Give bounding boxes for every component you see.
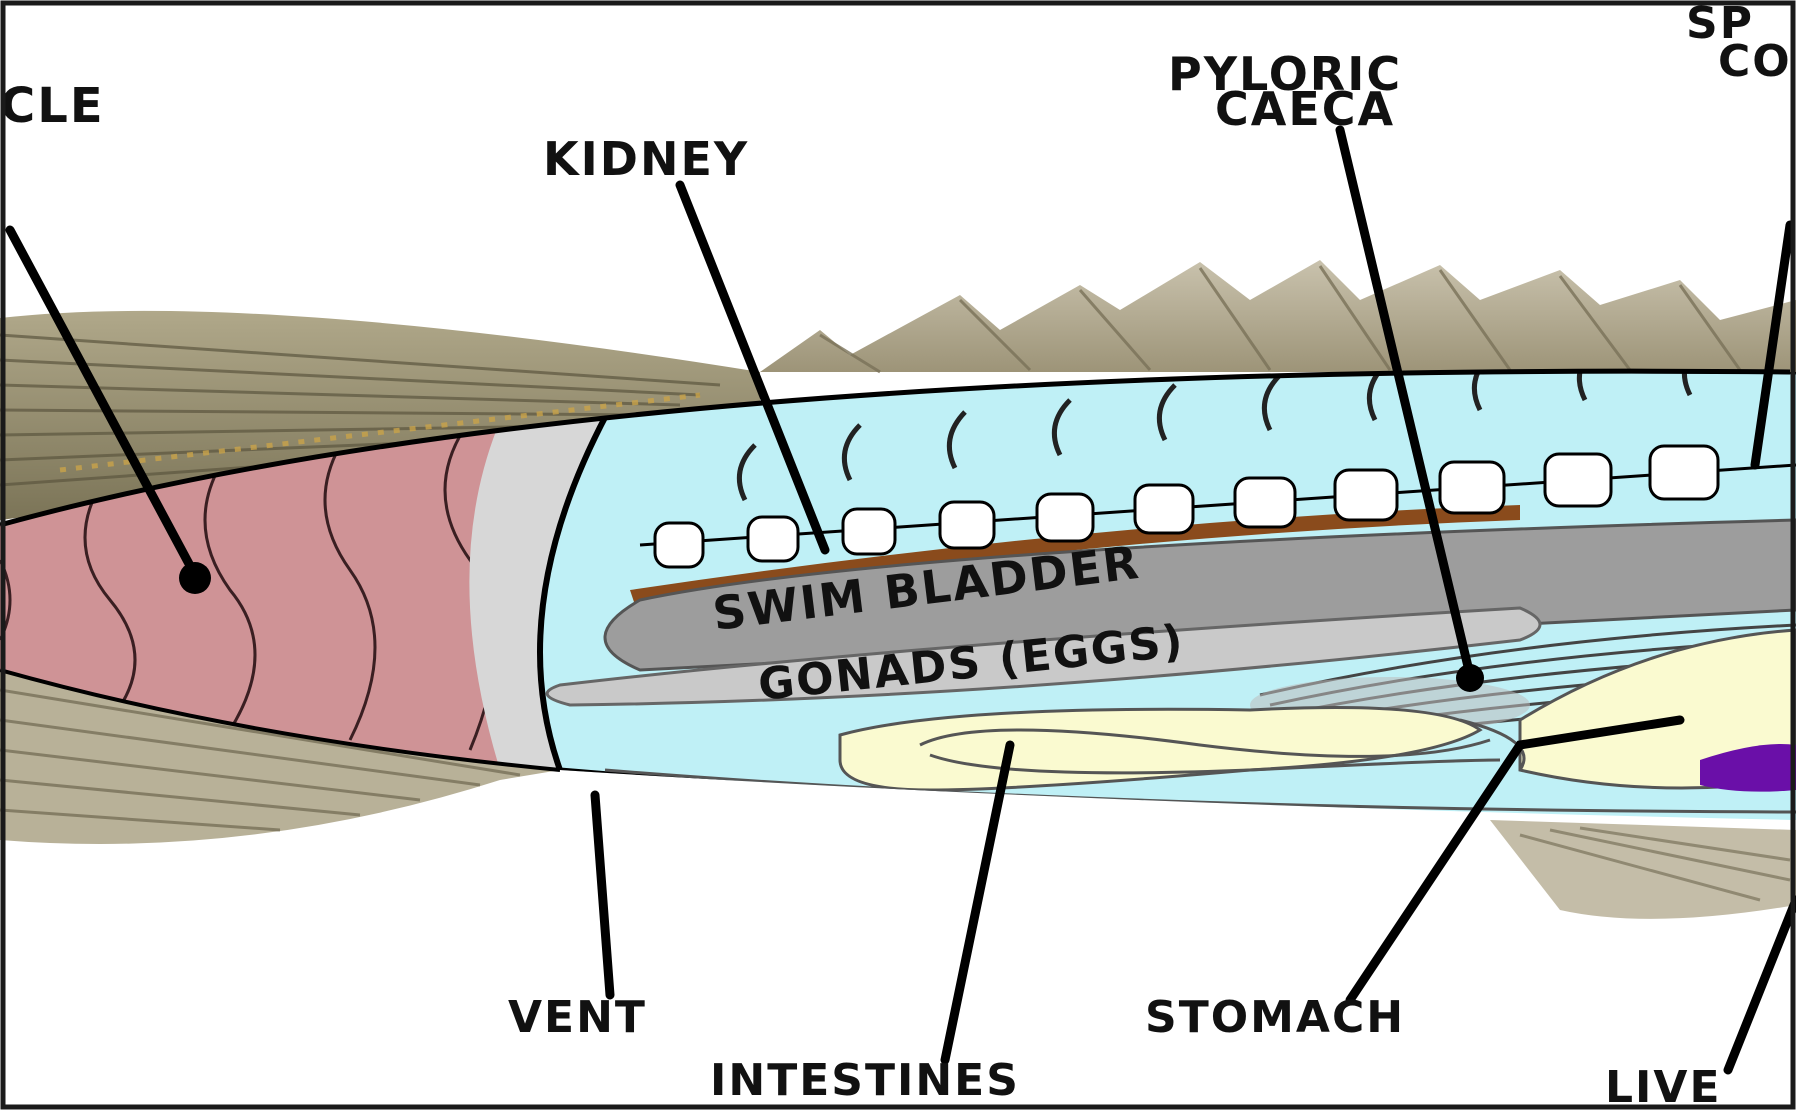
liver-leader	[1728, 900, 1796, 1070]
vent-leader	[595, 795, 610, 995]
intestines-label: INTESTINES	[710, 1055, 1020, 1106]
pyloric-caeca-label-line2: CAECA	[1215, 82, 1395, 136]
muscle-label: CLE	[0, 78, 105, 134]
stomach-label: STOMACH	[1145, 992, 1405, 1043]
vent-label: VENT	[508, 992, 647, 1043]
spinal-cord-label-line2: CO	[1718, 36, 1792, 87]
kidney-label: KIDNEY	[543, 132, 749, 186]
dorsal-fin-spiny	[760, 260, 1796, 372]
muscle-pointer-dot	[179, 562, 211, 594]
pyloric-pointer-dot	[1456, 664, 1484, 692]
liver-label: LIVE	[1605, 1062, 1722, 1110]
